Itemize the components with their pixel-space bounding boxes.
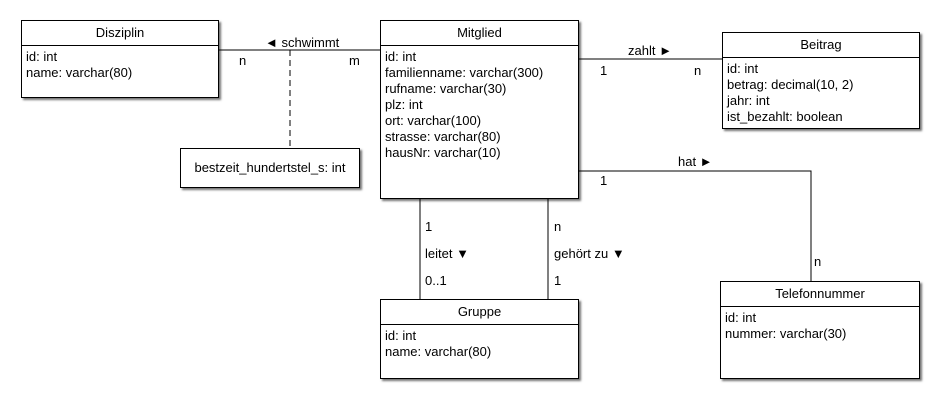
- attribute: jahr: int: [727, 93, 770, 108]
- class-disziplin[interactable]: Disziplin id: int name: varchar(80): [21, 20, 219, 98]
- gehoert-zu-label: gehört zu ▼: [554, 246, 625, 261]
- association-class-attribute: bestzeit_hundertstel_s: int: [194, 160, 346, 175]
- gehoert-zu-multiplicity-bottom: 1: [554, 273, 562, 288]
- leitet-label: leitet ▼: [425, 246, 469, 261]
- class-beitrag[interactable]: Beitrag id: int betrag: decimal(10, 2) j…: [722, 32, 920, 129]
- class-gruppe[interactable]: Gruppe id: int name: varchar(80): [380, 299, 579, 379]
- attribute: id: int: [26, 49, 58, 64]
- attribute: hausNr: varchar(10): [385, 145, 501, 160]
- zahlt-label: zahlt ►: [628, 43, 672, 58]
- class-title: Mitglied: [381, 21, 578, 46]
- hat-label: hat ►: [678, 154, 713, 169]
- gehoert-zu-multiplicity-top: n: [554, 219, 562, 234]
- hat-multiplicity-left: 1: [600, 173, 608, 188]
- schwimmt-multiplicity-left: n: [239, 53, 247, 68]
- attribute: name: varchar(80): [26, 65, 133, 80]
- attribute: name: varchar(80): [385, 344, 492, 359]
- class-title: Gruppe: [381, 300, 578, 325]
- zahlt-multiplicity-left: 1: [600, 63, 608, 78]
- class-attributes: id: int name: varchar(80): [381, 325, 578, 360]
- attribute: id: int: [727, 61, 759, 76]
- zahlt-multiplicity-right: n: [694, 63, 702, 78]
- class-telefonnummer[interactable]: Telefonnummer id: int nummer: varchar(30…: [720, 281, 920, 379]
- attribute: betrag: decimal(10, 2): [727, 77, 854, 92]
- hat-line: [579, 170, 812, 281]
- class-attributes: id: int nummer: varchar(30): [721, 307, 919, 342]
- leitet-multiplicity-bottom: 0..1: [425, 273, 447, 288]
- schwimmt-multiplicity-right: m: [349, 53, 360, 68]
- attribute: ort: varchar(100): [385, 113, 482, 128]
- class-mitglied[interactable]: Mitglied id: int familienname: varchar(3…: [380, 20, 579, 199]
- class-attributes: id: int name: varchar(80): [22, 46, 218, 81]
- schwimmt-label: ◄ schwimmt: [265, 35, 340, 50]
- class-title: Beitrag: [723, 33, 919, 58]
- hat-multiplicity-right: n: [814, 254, 822, 269]
- class-title: Telefonnummer: [721, 282, 919, 307]
- attribute: familienname: varchar(300): [385, 65, 544, 80]
- attribute: strasse: varchar(80): [385, 129, 501, 144]
- attribute: plz: int: [385, 97, 423, 112]
- attribute: id: int: [385, 49, 417, 64]
- class-attributes: id: int betrag: decimal(10, 2) jahr: int…: [723, 58, 919, 125]
- attribute: rufname: varchar(30): [385, 81, 507, 96]
- class-attributes: id: int familienname: varchar(300) rufna…: [381, 46, 578, 161]
- association-class-schwimmt[interactable]: bestzeit_hundertstel_s: int: [180, 148, 360, 188]
- attribute: ist_bezahlt: boolean: [727, 109, 843, 124]
- attribute: nummer: varchar(30): [725, 326, 847, 341]
- leitet-multiplicity-top: 1: [425, 219, 433, 234]
- attribute: id: int: [725, 310, 757, 325]
- class-title: Disziplin: [22, 21, 218, 46]
- attribute: id: int: [385, 328, 417, 343]
